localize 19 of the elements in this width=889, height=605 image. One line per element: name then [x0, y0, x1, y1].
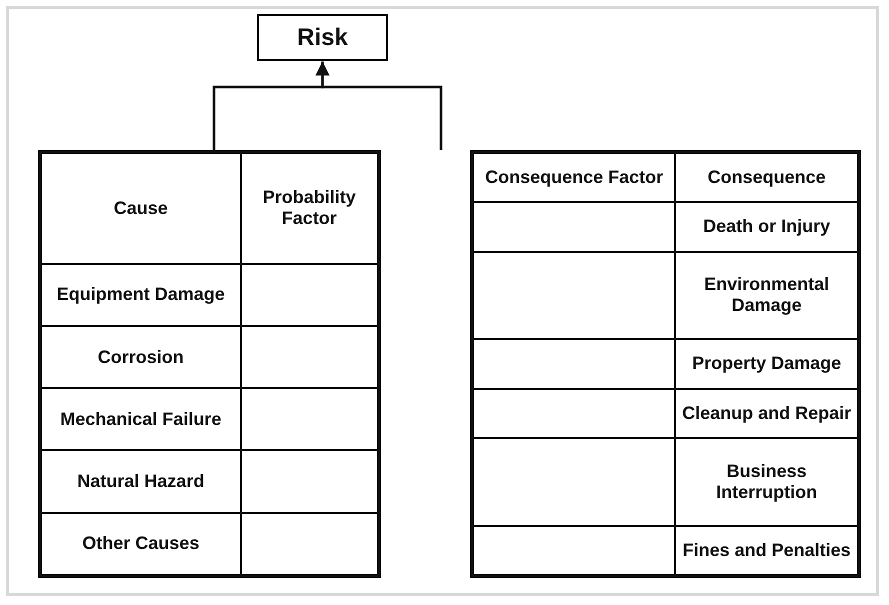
table-cell: Corrosion: [98, 346, 184, 367]
column-header: Cause: [114, 198, 168, 218]
connector-arrow: [316, 62, 442, 150]
table-cell: Property Damage: [692, 353, 842, 374]
table-cell: Mechanical Failure: [60, 408, 222, 429]
column-header: Consequence Factor: [485, 167, 664, 188]
column-header: Probability Factor: [262, 187, 356, 228]
table-cell: Business Interruption: [716, 460, 818, 502]
table-cell: Other Causes: [82, 533, 200, 554]
table-cell: Fines and Penalties: [682, 540, 851, 560]
table-cell: Equipment Damage: [56, 284, 225, 304]
cause-table: [38, 150, 381, 578]
column-header: Consequence: [708, 167, 826, 188]
table-cell: Cleanup and Repair: [682, 402, 852, 423]
table-cell: Natural Hazard: [77, 471, 204, 492]
title-box: Risk: [257, 14, 388, 61]
table-cell: Death or Injury: [703, 216, 830, 236]
table-cell: Environmental Damage: [704, 274, 830, 316]
consequence-table: [470, 150, 861, 578]
